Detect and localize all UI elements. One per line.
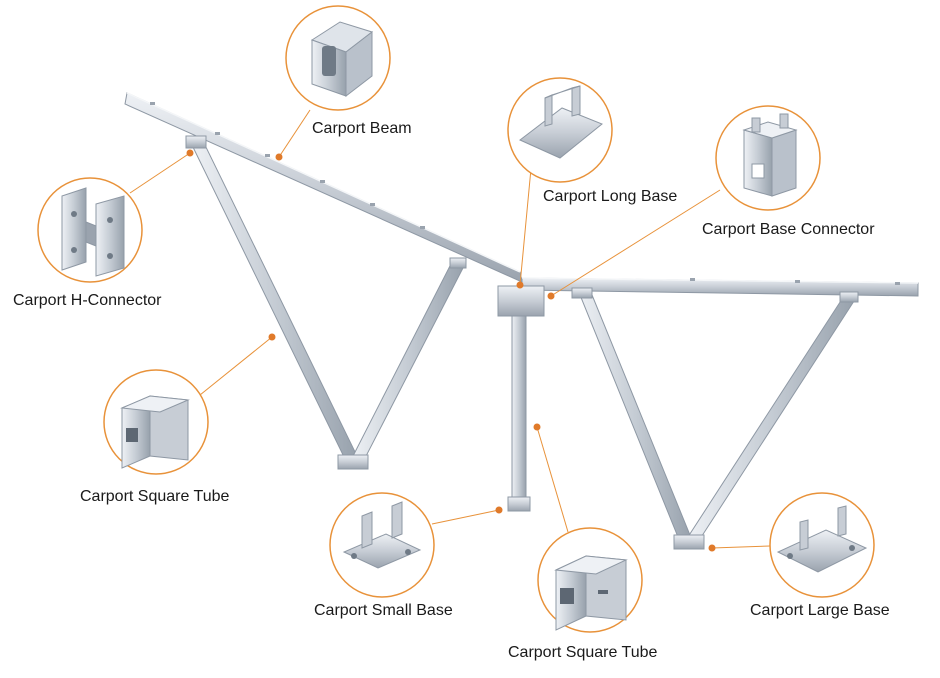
leader-dots xyxy=(186,149,716,552)
right-rear-joint xyxy=(839,291,859,303)
leader-lines xyxy=(129,109,771,549)
small-base-bracket-icon xyxy=(342,501,422,569)
beam-label: Carport Beam xyxy=(312,120,412,137)
square-tube-center-label: Carport Square Tube xyxy=(508,644,658,661)
right-front-joint xyxy=(571,287,593,299)
square-tube-center-callout xyxy=(537,527,643,633)
base-connector-callout xyxy=(715,105,821,211)
beam-callout xyxy=(285,5,391,111)
center-base-plate xyxy=(507,496,531,512)
center-column xyxy=(511,299,527,507)
large-base-callout xyxy=(769,492,875,598)
small-base-callout xyxy=(329,492,435,598)
h-connector-callout xyxy=(37,177,143,283)
center-junction-bracket xyxy=(497,285,545,317)
square-tube-left-callout xyxy=(103,369,209,475)
left-rear-strut xyxy=(351,261,465,461)
base-connector-label: Carport Base Connector xyxy=(702,221,875,238)
long-base-label: Carport Long Base xyxy=(543,188,678,205)
long-base-callout xyxy=(507,77,613,183)
left-base-plate xyxy=(337,454,369,470)
h-connector-label: Carport H-Connector xyxy=(13,292,162,309)
h-connector-plate-icon xyxy=(61,187,125,277)
right-front-strut xyxy=(577,289,693,543)
square-tube-icon xyxy=(120,395,190,469)
small-base-label: Carport Small Base xyxy=(314,602,453,619)
left-rear-joint xyxy=(449,257,467,269)
large-base-label: Carport Large Base xyxy=(750,602,890,619)
c-channel-beam-icon xyxy=(310,21,374,98)
square-tube-icon xyxy=(554,555,628,631)
square-tube-left-label: Carport Square Tube xyxy=(80,488,230,505)
carport-frame xyxy=(124,92,919,550)
large-base-bracket-icon xyxy=(776,505,868,573)
right-base-plate xyxy=(673,534,705,550)
base-connector-bracket-icon xyxy=(742,113,798,197)
long-base-bracket-icon xyxy=(519,85,603,159)
left-top-joint xyxy=(185,135,207,149)
